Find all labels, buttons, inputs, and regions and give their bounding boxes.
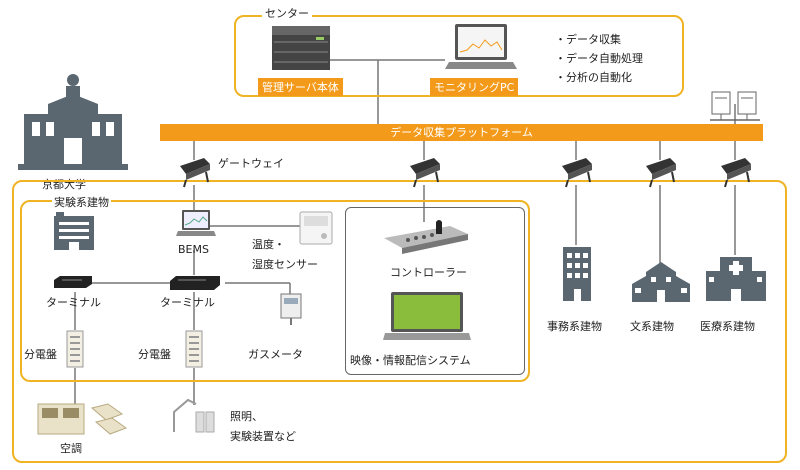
bems-label: BEMS	[178, 243, 209, 256]
gateway-icon	[410, 158, 440, 188]
center-title: センター	[262, 5, 312, 21]
sensor-label-2: 湿度センサー	[252, 258, 318, 271]
office-building-icon	[563, 247, 591, 301]
gas-meter-icon	[280, 293, 302, 325]
terminal-label-2: ターミナル	[160, 296, 215, 309]
gateway-icon	[562, 158, 592, 188]
bems-laptop-icon	[176, 210, 216, 236]
experimental-building-label: 実験系建物	[52, 194, 111, 210]
controller-label: コントローラー	[390, 266, 467, 279]
campus-box	[12, 180, 787, 463]
gateway-icon	[180, 158, 210, 188]
lighting-label-2: 実験装置など	[230, 430, 296, 443]
experimental-area-box	[20, 200, 530, 382]
data-platform-bar: データ収集プラットフォーム	[160, 124, 763, 141]
air-conditioner-label: 空調	[60, 442, 82, 455]
building-icon	[54, 212, 94, 250]
air-conditioner-icon	[37, 403, 128, 435]
pc-label: モニタリングPC	[430, 78, 519, 96]
university-icon	[18, 74, 128, 170]
hospital-building-icon	[706, 257, 766, 301]
control-system-box	[345, 207, 525, 375]
display-laptop-icon	[383, 292, 471, 340]
server-icon	[272, 26, 330, 70]
sensor-icon	[299, 211, 333, 245]
lighting-icon	[173, 398, 215, 433]
servers-icon	[710, 91, 760, 121]
laptop-icon	[445, 24, 517, 69]
distribution-panel-icon	[66, 330, 84, 368]
office-building-label: 事務系建物	[547, 320, 602, 333]
controller-icon	[384, 220, 468, 254]
terminal-label-1: ターミナル	[46, 296, 101, 309]
feature-item: ・データ収集	[555, 33, 621, 46]
school-building-icon	[632, 262, 690, 302]
gateway-label: ゲートウェイ	[218, 157, 284, 170]
panel-label-1: 分電盤	[24, 348, 57, 361]
terminal-icon	[170, 276, 220, 290]
feature-list: ・データ収集 ・データ自動処理 ・分析の自動化	[555, 30, 643, 87]
gateway-icon	[646, 158, 676, 188]
feature-item: ・データ自動処理	[555, 52, 643, 65]
center-box	[234, 15, 684, 97]
feature-item: ・分析の自動化	[555, 71, 632, 84]
humanities-building-label: 文系建物	[630, 320, 674, 333]
distribution-panel-icon	[185, 330, 203, 368]
video-system-label: 映像・情報配信システム	[350, 354, 471, 367]
terminal-icon	[54, 276, 92, 288]
gas-meter-label: ガスメータ	[248, 348, 303, 361]
gateway-icon	[721, 158, 751, 188]
medical-building-label: 医療系建物	[700, 320, 755, 333]
lighting-label-1: 照明、	[230, 410, 263, 423]
sensor-label-1: 温度・	[252, 238, 285, 251]
server-label: 管理サーバ本体	[258, 78, 343, 96]
panel-label-2: 分電盤	[138, 348, 171, 361]
